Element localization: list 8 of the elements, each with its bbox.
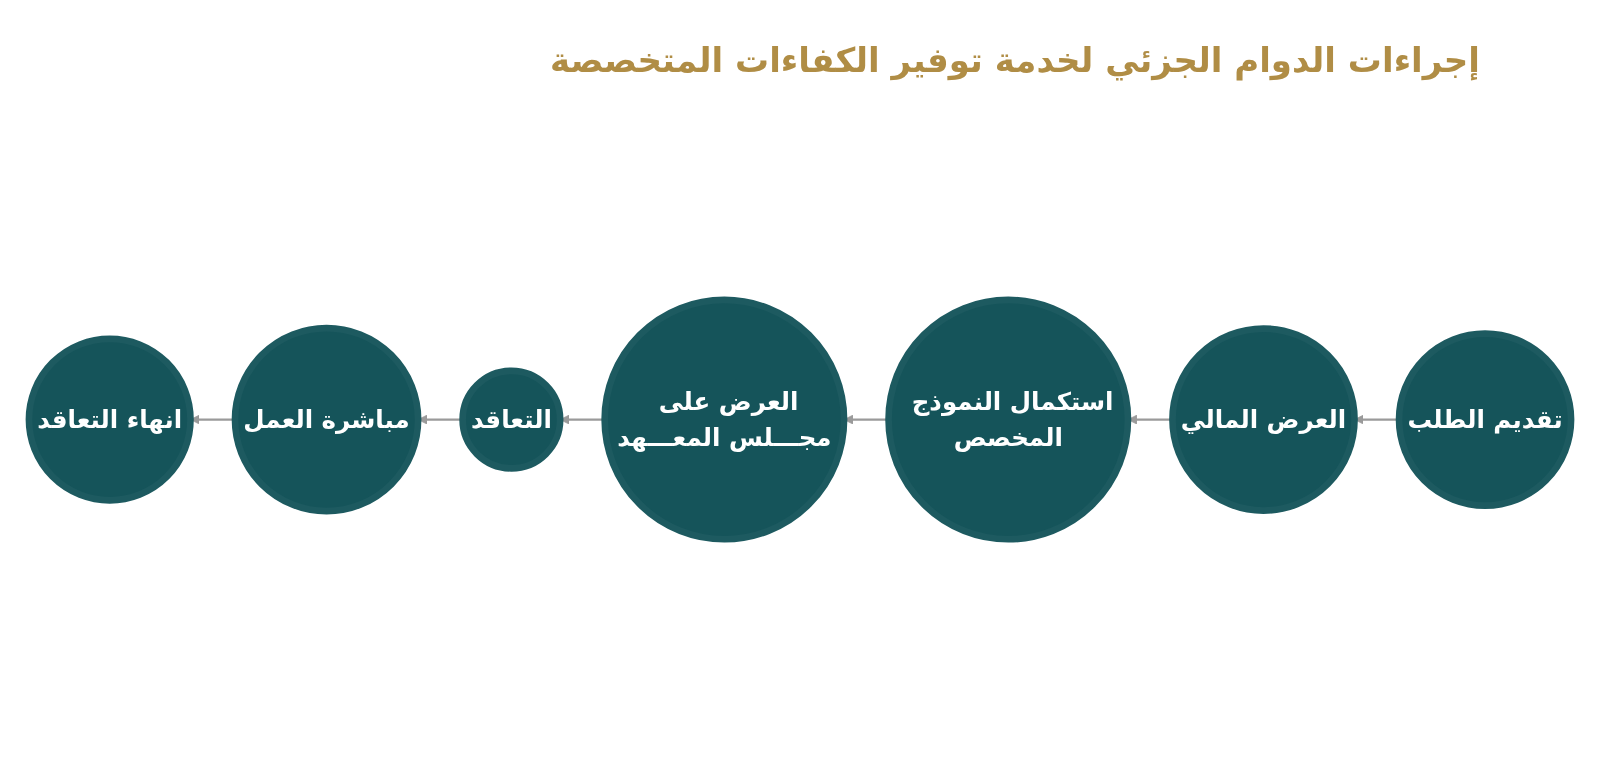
node-circle: العرض المالي <box>1169 325 1358 515</box>
node-circle: انهاء التعاقد <box>25 335 194 505</box>
diagram-title: إجراءات الدوام الجزئي لخدمة توفير الكفاءات المتخصصة <box>549 40 1480 80</box>
node-circle: استكمال النموذج المخصص <box>885 296 1132 544</box>
node-circle: تقديم الطلب <box>1395 330 1575 510</box>
node-circle: العرض على مجـــلس المعـــهد <box>601 296 848 544</box>
node-circle: مباشرة العمل <box>231 325 422 515</box>
node-circle: التعاقد <box>459 367 564 473</box>
